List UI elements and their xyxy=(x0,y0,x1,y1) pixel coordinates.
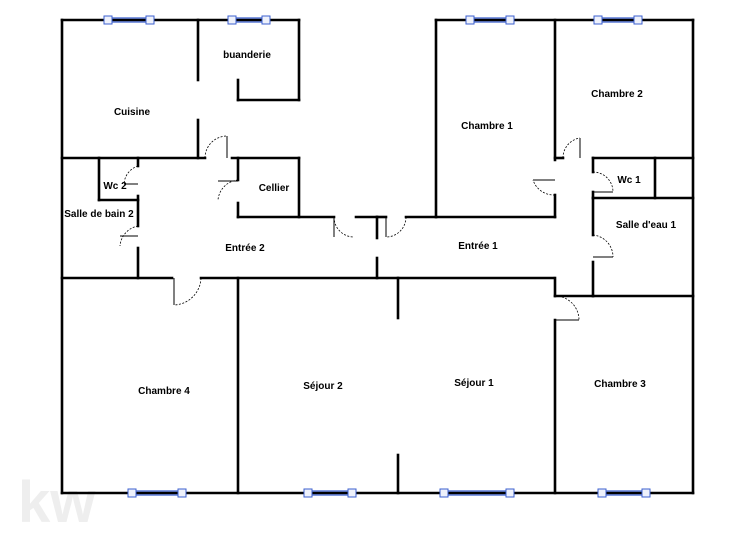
label-chambre-3: Chambre 3 xyxy=(594,379,646,390)
label-buanderie: buanderie xyxy=(223,50,271,61)
label-chambre-1: Chambre 1 xyxy=(461,121,513,132)
label-salle-de-bain-2: Salle de bain 2 xyxy=(64,209,134,220)
windows xyxy=(103,15,651,498)
label-sejour-1: Séjour 1 xyxy=(454,378,494,389)
label-entree-2: Entrée 2 xyxy=(225,243,265,254)
label-wc1: Wc 1 xyxy=(617,175,641,186)
label-chambre-4: Chambre 4 xyxy=(138,386,190,397)
label-wc2: Wc 2 xyxy=(103,181,127,192)
label-cellier: Cellier xyxy=(259,183,290,194)
watermark-logo: kw xyxy=(18,470,96,535)
doors xyxy=(119,135,614,321)
label-sejour-2: Séjour 2 xyxy=(303,381,343,392)
room-labels: buanderie Cuisine Wc 2 Cellier Salle de … xyxy=(64,50,676,397)
walls xyxy=(60,18,695,495)
label-chambre-2: Chambre 2 xyxy=(591,89,643,100)
label-entree-1: Entrée 1 xyxy=(458,241,498,252)
label-cuisine: Cuisine xyxy=(114,107,151,118)
label-salle-d-eau-1: Salle d'eau 1 xyxy=(616,220,677,231)
